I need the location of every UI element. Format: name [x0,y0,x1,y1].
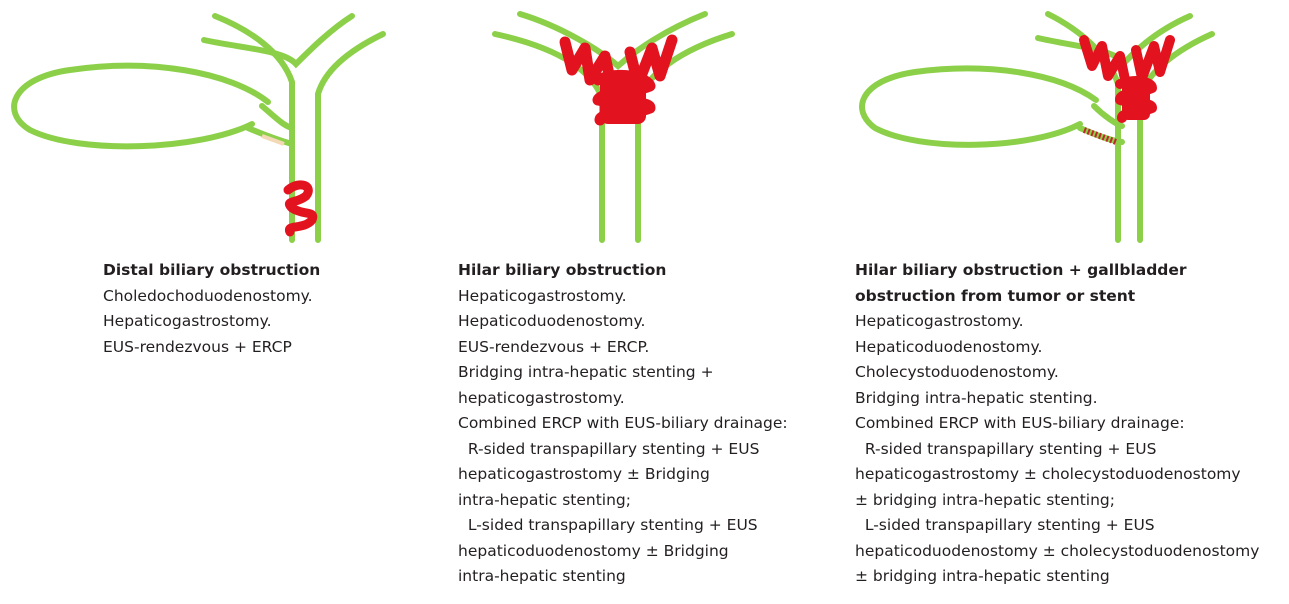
panel-line: Combined ERCP with EUS-biliary drainage: [855,411,1259,437]
panel-title: Distal biliary obstruction [103,258,320,284]
panel-line: intra-hepatic stenting; [458,488,788,514]
panel-line: Hepaticoduodenostomy. [855,335,1259,361]
panel-text-hilar-gallbladder: Hilar biliary obstruction + gallbladder … [855,258,1259,590]
panel-line: Cholecystoduodenostomy. [855,360,1259,386]
panel-title: obstruction from tumor or stent [855,284,1259,310]
gallbladder [14,66,268,147]
distal-obstruction-diagram [0,0,420,250]
tumor-distal [288,185,313,232]
panel-line: Combined ERCP with EUS-biliary drainage: [458,411,788,437]
panel-line: hepaticogastrostomy. [458,386,788,412]
gallbladder [862,68,1096,144]
cystic-duct [262,106,292,128]
tumor-hilar-mass [600,72,646,124]
panel-text-distal: Distal biliary obstruction Choledochoduo… [103,258,320,360]
panel-line: Bridging intra-hepatic stenting. [855,386,1259,412]
panel-line: R-sided transpapillary stenting + EUS [458,437,788,463]
panel-line: R-sided transpapillary stenting + EUS [855,437,1259,463]
panel-line: ± bridging intra-hepatic stenting [855,564,1259,590]
cystic-duct [248,128,292,144]
panel-line: Bridging intra-hepatic stenting + [458,360,788,386]
panel-title: Hilar biliary obstruction [458,258,788,284]
panel-line: L-sided transpapillary stenting + EUS [458,513,788,539]
panel-line: Hepaticogastrostomy. [458,284,788,310]
panel-line: Hepaticoduodenostomy. [458,309,788,335]
stent-cholecystoduodenostomy [1084,130,1116,142]
bile-duct-right-wall [318,34,383,240]
panel-title: Hilar biliary obstruction + gallbladder [855,258,1259,284]
panel-line: hepaticogastrostomy ± Bridging [458,462,788,488]
hilar-gallbladder-obstruction-diagram [840,0,1280,250]
panel-line: hepaticoduodenostomy ± Bridging [458,539,788,565]
tumor-hilar-mass [1122,78,1150,120]
panel-line: hepaticoduodenostomy ± cholecystoduodeno… [855,539,1259,565]
panel-line: hepaticogastrostomy ± cholecystoduodenos… [855,462,1259,488]
panel-line: intra-hepatic stenting [458,564,788,590]
panel-line: L-sided transpapillary stenting + EUS [855,513,1259,539]
panel-line: Choledochoduodenostomy. [103,284,320,310]
panel-line: ± bridging intra-hepatic stenting; [855,488,1259,514]
panel-line: EUS-rendezvous + ERCP [103,335,320,361]
hilar-obstruction-diagram [440,0,740,250]
panel-line: EUS-rendezvous + ERCP. [458,335,788,361]
panel-line: Hepaticogastrostomy. [855,309,1259,335]
panel-text-hilar: Hilar biliary obstruction Hepaticogastro… [458,258,788,590]
panel-line: Hepaticogastrostomy. [103,309,320,335]
